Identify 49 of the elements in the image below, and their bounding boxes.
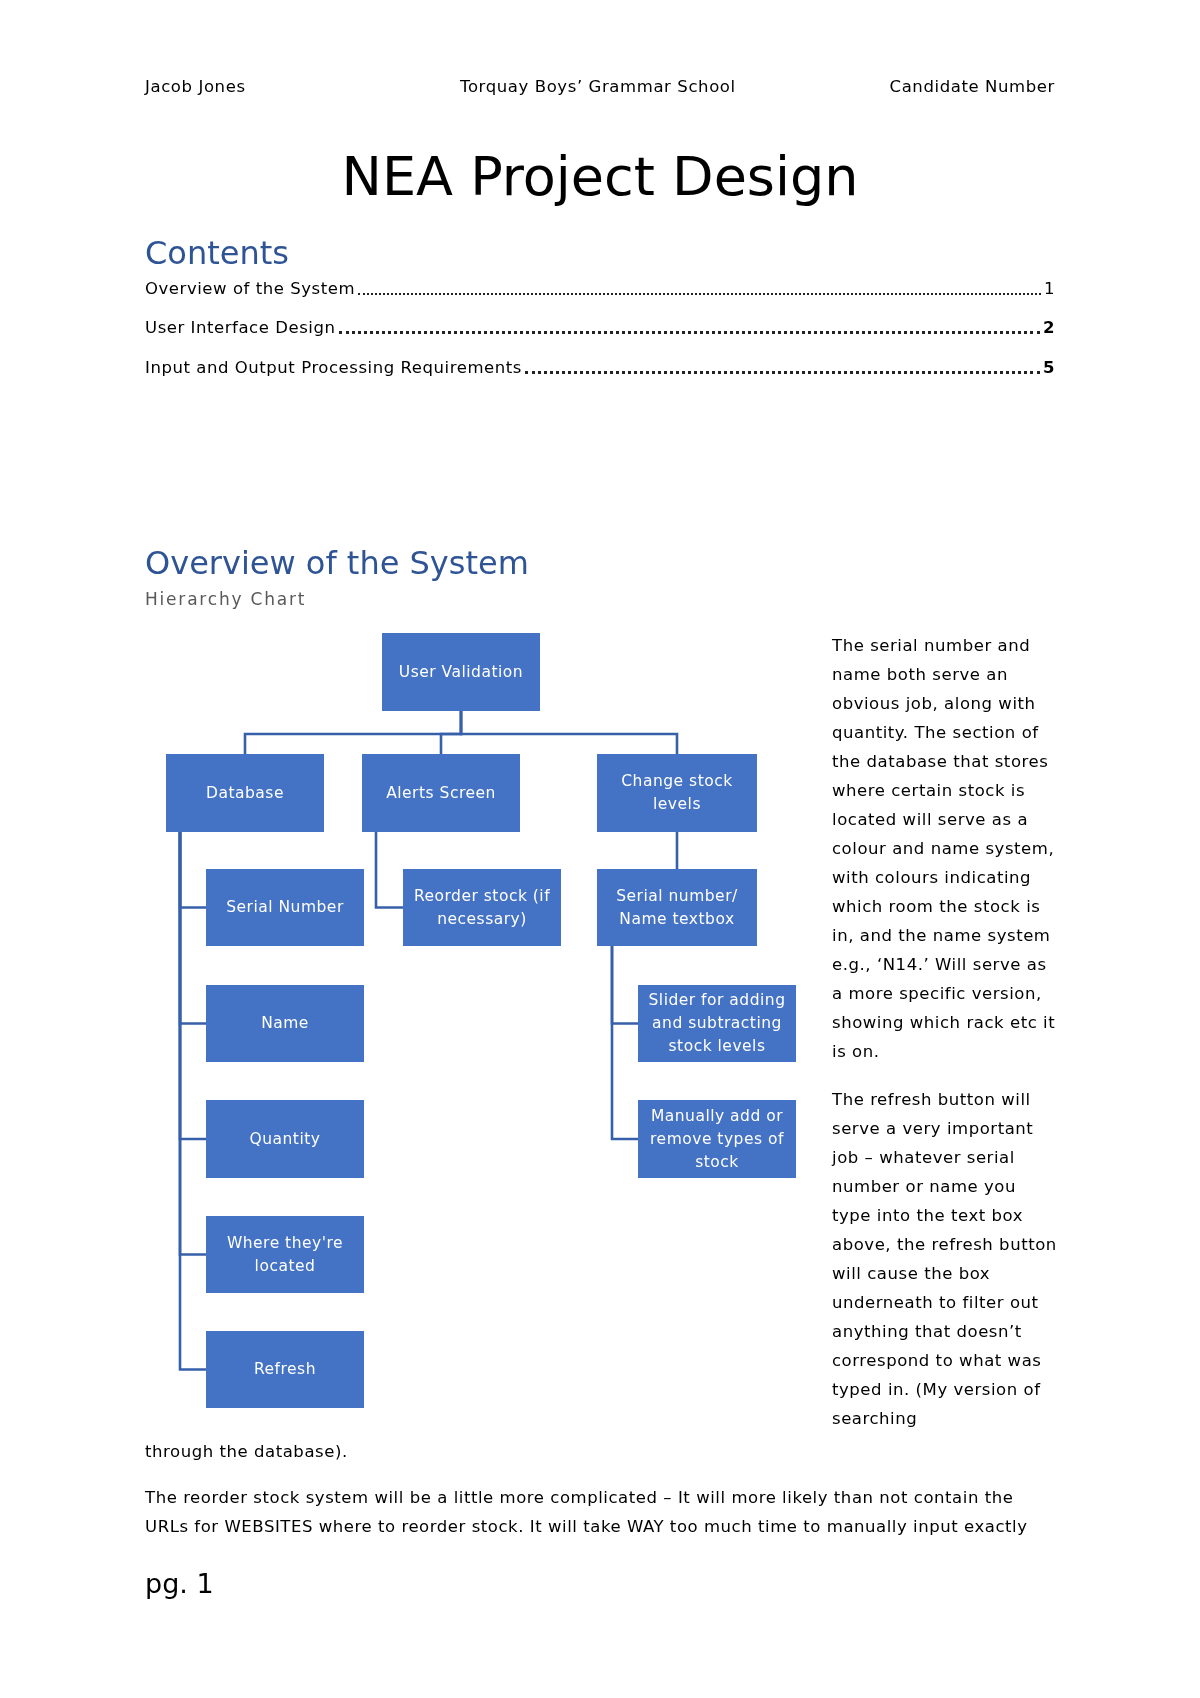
subtitle: Hierarchy Chart [145,588,307,610]
toc-entry: User Interface Design [145,316,1043,340]
node-label: Serial number/ Name textbox [615,885,739,930]
toc-page-number: 5 [1042,357,1055,379]
node-label: Change stock levels [620,771,734,815]
hierarchy-box [597,754,757,832]
node-label: User Validation [398,661,524,683]
hierarchy-box [597,869,757,946]
hierarchy-box [382,633,540,711]
connector-line [374,832,403,909]
page-title: NEA Project Design [341,144,859,210]
connector-line [610,946,638,1141]
node-label: Database [206,782,284,804]
body-paragraph: The refresh button will serve a very important job – whatever serial number or name you type into the text box above, the refresh button will cause the box underneath to filter out anything that doesn’t correspond to what was typed in. (My version of searching [832,1089,1058,1430]
section-heading: Overview of the System [145,543,529,583]
hierarchy-box [206,869,364,946]
header-text: Candidate Number [889,76,1055,98]
node-label: Refresh [253,1359,316,1380]
hierarchy-box [206,1100,364,1178]
connector-line [675,832,679,869]
hierarchy-box [206,1216,364,1293]
connector-line [178,832,206,1371]
node-label: Manually add or remove types of stock [649,1105,785,1173]
node-label: Serial Number [226,897,344,918]
section-heading: Contents [145,233,289,273]
hierarchy-box [638,985,796,1062]
hierarchy-box [166,754,324,832]
node-label: Slider for adding and subtracting stock levels [647,990,787,1057]
body-paragraph: through the database). [145,1441,349,1463]
node-label: Name [261,1013,309,1034]
body-paragraph: The reorder stock system will be a little more complicated – It will more likely than not contain the URLs for WEBSITES where to reorder stock. It will take WAY too much time to manually input exactly [145,1487,1029,1538]
toc-entry: Overview of the System [145,277,1044,301]
hierarchy-box [206,985,364,1062]
hierarchy-box [403,869,561,946]
connector-line [459,711,679,754]
header-text: Torquay Boys’ Grammar School [460,76,736,98]
node-label: Reorder stock (if necessary) [412,885,552,930]
node-label: Where they're located [225,1232,345,1277]
hierarchy-box [638,1100,796,1178]
body-paragraph: The serial number and name both serve an obvious job, along with quantity. The section of the database that stores where certain stock is located will serve as a colour and name system, with colours indicating which room the stock is in, and the name system e.g., ‘N14.’ Will serve as a more specific version, showing which rack etc it is on. [832,635,1057,1063]
node-label: Alerts Screen [386,782,496,804]
toc-page-number: 1 [1043,278,1055,300]
hierarchy-box [206,1331,364,1408]
toc-page-number: 2 [1042,317,1055,339]
page-number: pg. 1 [145,1567,214,1601]
toc-entry: Input and Output Processing Requirements [145,356,1043,380]
header-text: Jacob Jones [145,76,246,98]
hierarchy-box [362,754,520,832]
node-label: Quantity [249,1128,321,1150]
